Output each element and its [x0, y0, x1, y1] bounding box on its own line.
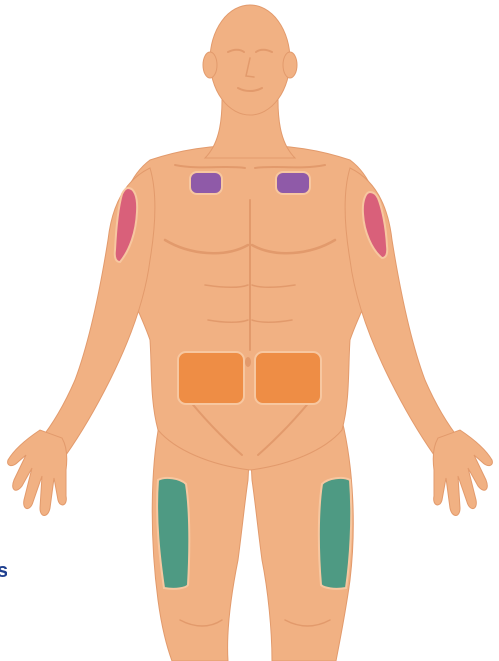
- edge-glyph: s: [0, 560, 7, 582]
- injection-site-thigh-right[interactable]: [319, 478, 351, 589]
- injection-site-chest-right[interactable]: [276, 172, 310, 194]
- injection-site-abdomen-right[interactable]: [255, 352, 321, 404]
- injection-site-thigh-left[interactable]: [157, 478, 189, 589]
- injection-site-abdomen-left[interactable]: [178, 352, 244, 404]
- navel: [245, 357, 251, 367]
- right-ear: [283, 52, 297, 78]
- left-ear: [203, 52, 217, 78]
- right-hand: [433, 430, 492, 516]
- left-hand: [8, 430, 67, 516]
- injection-site-chest-left[interactable]: [190, 172, 222, 194]
